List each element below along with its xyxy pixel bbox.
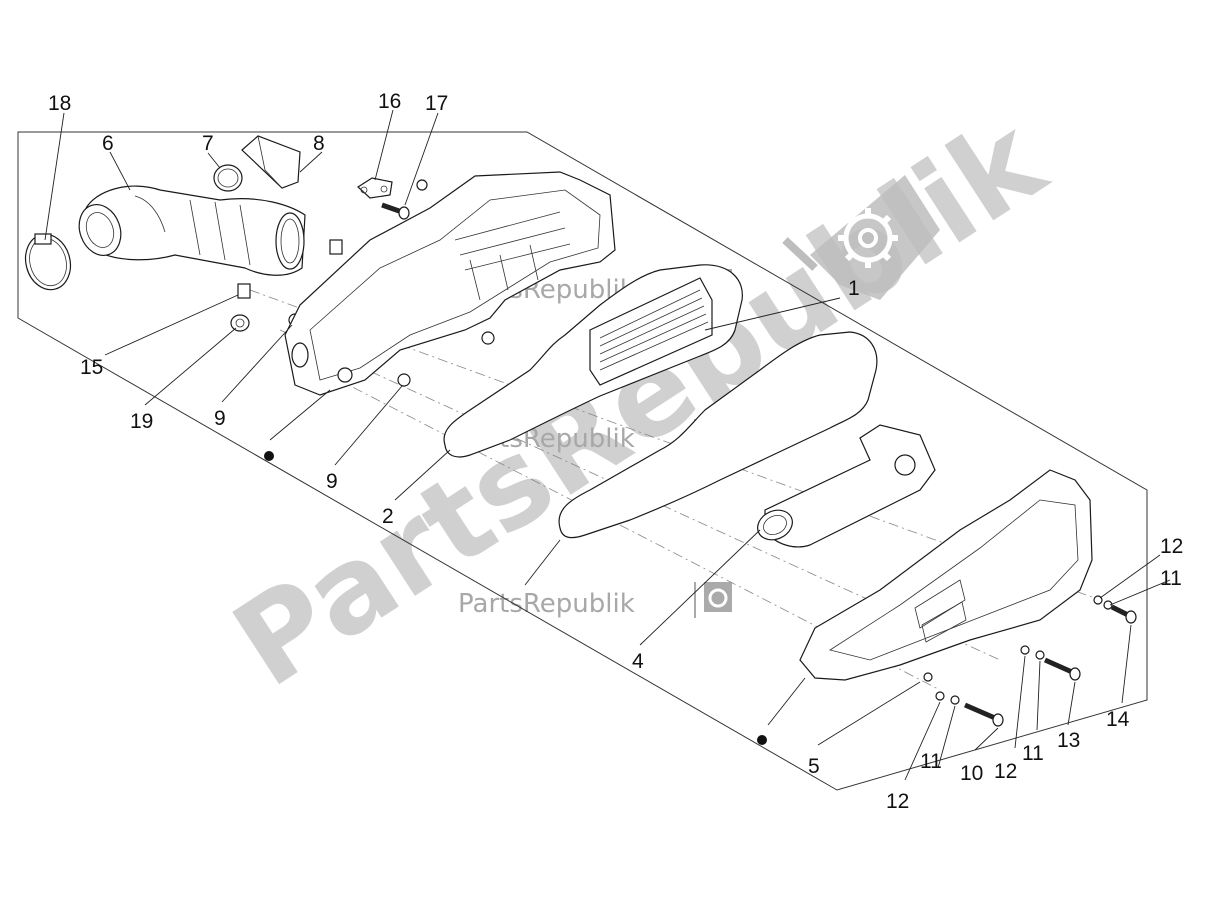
callout-5: 5 xyxy=(808,755,820,778)
callout-2: 2 xyxy=(382,505,394,528)
callout-7: 7 xyxy=(202,132,214,155)
callout-9a: 9 xyxy=(214,407,226,430)
callout-17: 17 xyxy=(425,92,448,115)
part-bracket xyxy=(357,177,393,199)
callout-9b: 9 xyxy=(326,470,338,493)
callout-18: 18 xyxy=(48,92,71,115)
part-filter-cartridge xyxy=(589,277,713,386)
callout-15: 15 xyxy=(80,356,103,379)
part-intake-duct xyxy=(78,185,306,276)
callout-10: 10 xyxy=(960,762,983,785)
callout-11b: 11 xyxy=(1022,742,1044,765)
part-gasket-4 xyxy=(558,331,878,539)
assembly-frame xyxy=(17,131,1148,791)
reference-dot xyxy=(264,451,274,461)
callout-1: 1 xyxy=(848,277,860,300)
part-screw-17 xyxy=(381,179,428,220)
watermark-flag-logo xyxy=(782,175,940,300)
callout-11a: 11 xyxy=(1160,567,1182,590)
callout-16: 16 xyxy=(378,90,401,113)
callout-6: 6 xyxy=(102,132,114,155)
callout-13: 13 xyxy=(1057,729,1080,752)
callout-14: 14 xyxy=(1106,708,1130,731)
part-intake-tube xyxy=(757,424,936,548)
part-small-cover xyxy=(241,135,301,189)
part-ring xyxy=(213,164,243,192)
reference-dot xyxy=(757,735,767,745)
part-clip xyxy=(237,239,343,299)
watermark-small-3: PartsRepublik xyxy=(458,582,732,619)
gear-icon xyxy=(704,582,732,612)
part-filter-housing xyxy=(284,171,616,396)
gear-icon xyxy=(838,208,898,268)
leader-lines xyxy=(44,109,1171,781)
part-screws-lower xyxy=(923,595,1137,727)
callout-12c: 12 xyxy=(886,790,909,813)
part-filter-cover xyxy=(799,469,1093,681)
callout-11c: 11 xyxy=(920,750,942,773)
callout-8: 8 xyxy=(313,132,325,155)
callout-4: 4 xyxy=(632,650,644,673)
callout-12a: 12 xyxy=(1160,535,1183,558)
watermark-small-text-3: PartsRepublik xyxy=(458,589,635,619)
callout-labels: 1 2 4 5 6 7 8 9 9 10 11 11 11 12 12 12 1… xyxy=(48,90,1183,813)
callout-19: 19 xyxy=(130,410,153,433)
part-nut xyxy=(230,314,250,332)
part-clamp xyxy=(24,233,72,291)
callout-12b: 12 xyxy=(994,760,1017,783)
